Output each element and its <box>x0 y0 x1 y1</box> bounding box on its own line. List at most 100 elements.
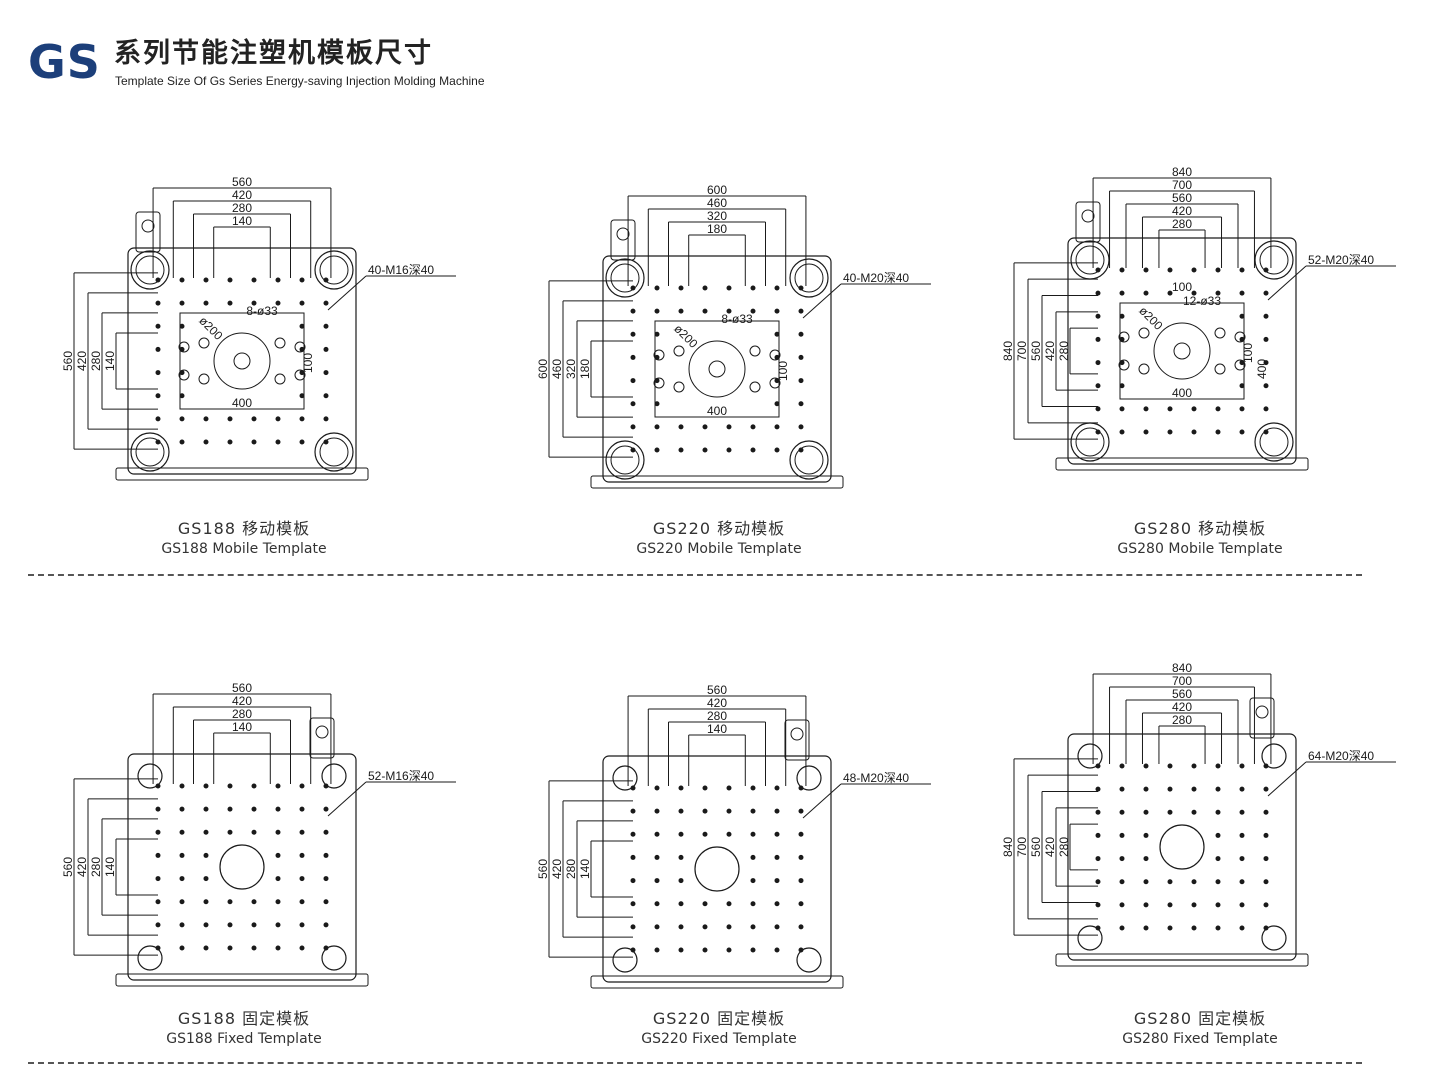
bolt-hole <box>1143 879 1149 885</box>
bolt-hole <box>750 785 756 791</box>
bolt-hole <box>1191 267 1197 273</box>
section-divider <box>28 1062 1362 1064</box>
bolt-hole <box>227 899 233 905</box>
bolt-hole <box>275 852 281 858</box>
lifting-lug <box>784 719 810 761</box>
tie-bar-hole-inner <box>794 445 824 475</box>
bolt-hole <box>1167 902 1173 908</box>
lug-hole <box>141 219 155 233</box>
leader-line <box>327 781 367 817</box>
top-dim-label: 280 <box>1172 217 1192 231</box>
tie-bar-hole-inner <box>135 255 165 285</box>
bolt-hole <box>1143 267 1149 273</box>
bolt-hole <box>299 922 305 928</box>
bolt-hole <box>323 439 329 445</box>
bolt-hole <box>1191 763 1197 769</box>
top-dim-label: 280 <box>707 709 727 723</box>
bolt-hole <box>275 829 281 835</box>
bolt-hole <box>1095 360 1101 366</box>
bolt-hole <box>1239 925 1245 931</box>
tie-bar-hole <box>605 258 645 298</box>
tie-bar-hole <box>612 765 638 791</box>
bolt-hole <box>798 831 804 837</box>
bolt-hole <box>654 447 660 453</box>
side-dim-label: 460 <box>550 359 564 379</box>
bolt-hole <box>1263 429 1269 435</box>
bolt-hole <box>750 285 756 291</box>
lug-hole <box>1081 209 1095 223</box>
tie-bar-hole <box>1261 925 1287 951</box>
bolt-hole <box>227 922 233 928</box>
diameter-label: ø200 <box>196 314 225 343</box>
plate-outline <box>127 753 357 981</box>
bolt-hole <box>678 854 684 860</box>
bolt-hole <box>203 277 209 283</box>
ejector-hole <box>198 373 210 385</box>
side-dim-label: 560 <box>1029 837 1043 857</box>
bolt-hole <box>1143 290 1149 296</box>
bolt-hole <box>726 308 732 314</box>
bolt-hole <box>1167 406 1173 412</box>
brand-logo: GS <box>28 35 101 89</box>
bolt-hole <box>630 785 636 791</box>
bolt-hole <box>702 285 708 291</box>
bolt-hole <box>203 852 209 858</box>
bolt-hole <box>774 901 780 907</box>
bolt-hole <box>1239 406 1245 412</box>
bolt-hole <box>1239 763 1245 769</box>
bolt-hole <box>323 945 329 951</box>
bolt-hole <box>251 806 257 812</box>
tie-bar-hole <box>137 763 163 789</box>
bolt-hole <box>299 852 305 858</box>
bolt-spec-label: 52-M20深40 <box>1308 253 1374 267</box>
caption-cn: GS188 固定模板 <box>177 1009 311 1028</box>
tie-bar-hole-inner <box>610 445 640 475</box>
lug-hole <box>1255 705 1269 719</box>
bolt-hole <box>1119 856 1125 862</box>
side-dim-label: 420 <box>75 857 89 877</box>
bolt-hole <box>726 831 732 837</box>
bolt-hole <box>155 393 161 399</box>
tie-bar-hole <box>796 947 822 973</box>
page-title: 系列节能注塑机模板尺寸 <box>114 38 433 69</box>
bolt-hole <box>1239 832 1245 838</box>
lug-hole <box>616 227 630 241</box>
top-dim-label: 840 <box>1172 165 1192 179</box>
tie-bar-hole <box>1070 240 1110 280</box>
bolt-hole <box>299 829 305 835</box>
tie-bar-hole <box>1254 240 1294 280</box>
bolt-hole <box>1095 832 1101 838</box>
caption-cn: GS220 固定模板 <box>652 1009 786 1028</box>
bolt-hole <box>726 924 732 930</box>
side-dim-label: 600 <box>536 359 550 379</box>
bolt-hole <box>1263 406 1269 412</box>
bolt-hole <box>750 424 756 430</box>
bolt-hole <box>323 300 329 306</box>
plate-base <box>590 975 844 989</box>
bolt-hole <box>155 783 161 789</box>
diameter-label: ø200 <box>1136 304 1165 333</box>
bolt-hole <box>299 300 305 306</box>
bolt-hole <box>1167 786 1173 792</box>
tie-bar-hole <box>1077 925 1103 951</box>
side-dim-label: 140 <box>578 859 592 879</box>
bolt-hole <box>1119 786 1125 792</box>
bolt-hole <box>1143 902 1149 908</box>
bolt-hole <box>750 947 756 953</box>
bolt-hole <box>323 277 329 283</box>
ejector-hole <box>673 345 685 357</box>
bolt-hole <box>702 947 708 953</box>
bolt-hole <box>1095 429 1101 435</box>
leader-line <box>802 283 842 319</box>
bolt-hole <box>323 346 329 352</box>
ejector-hole <box>769 377 781 389</box>
lifting-lug <box>610 219 636 261</box>
top-dim-label: 560 <box>232 681 252 695</box>
top-dim-label: 140 <box>707 722 727 736</box>
leader-line <box>802 783 842 819</box>
bolt-hole <box>774 854 780 860</box>
bolt-hole <box>323 393 329 399</box>
